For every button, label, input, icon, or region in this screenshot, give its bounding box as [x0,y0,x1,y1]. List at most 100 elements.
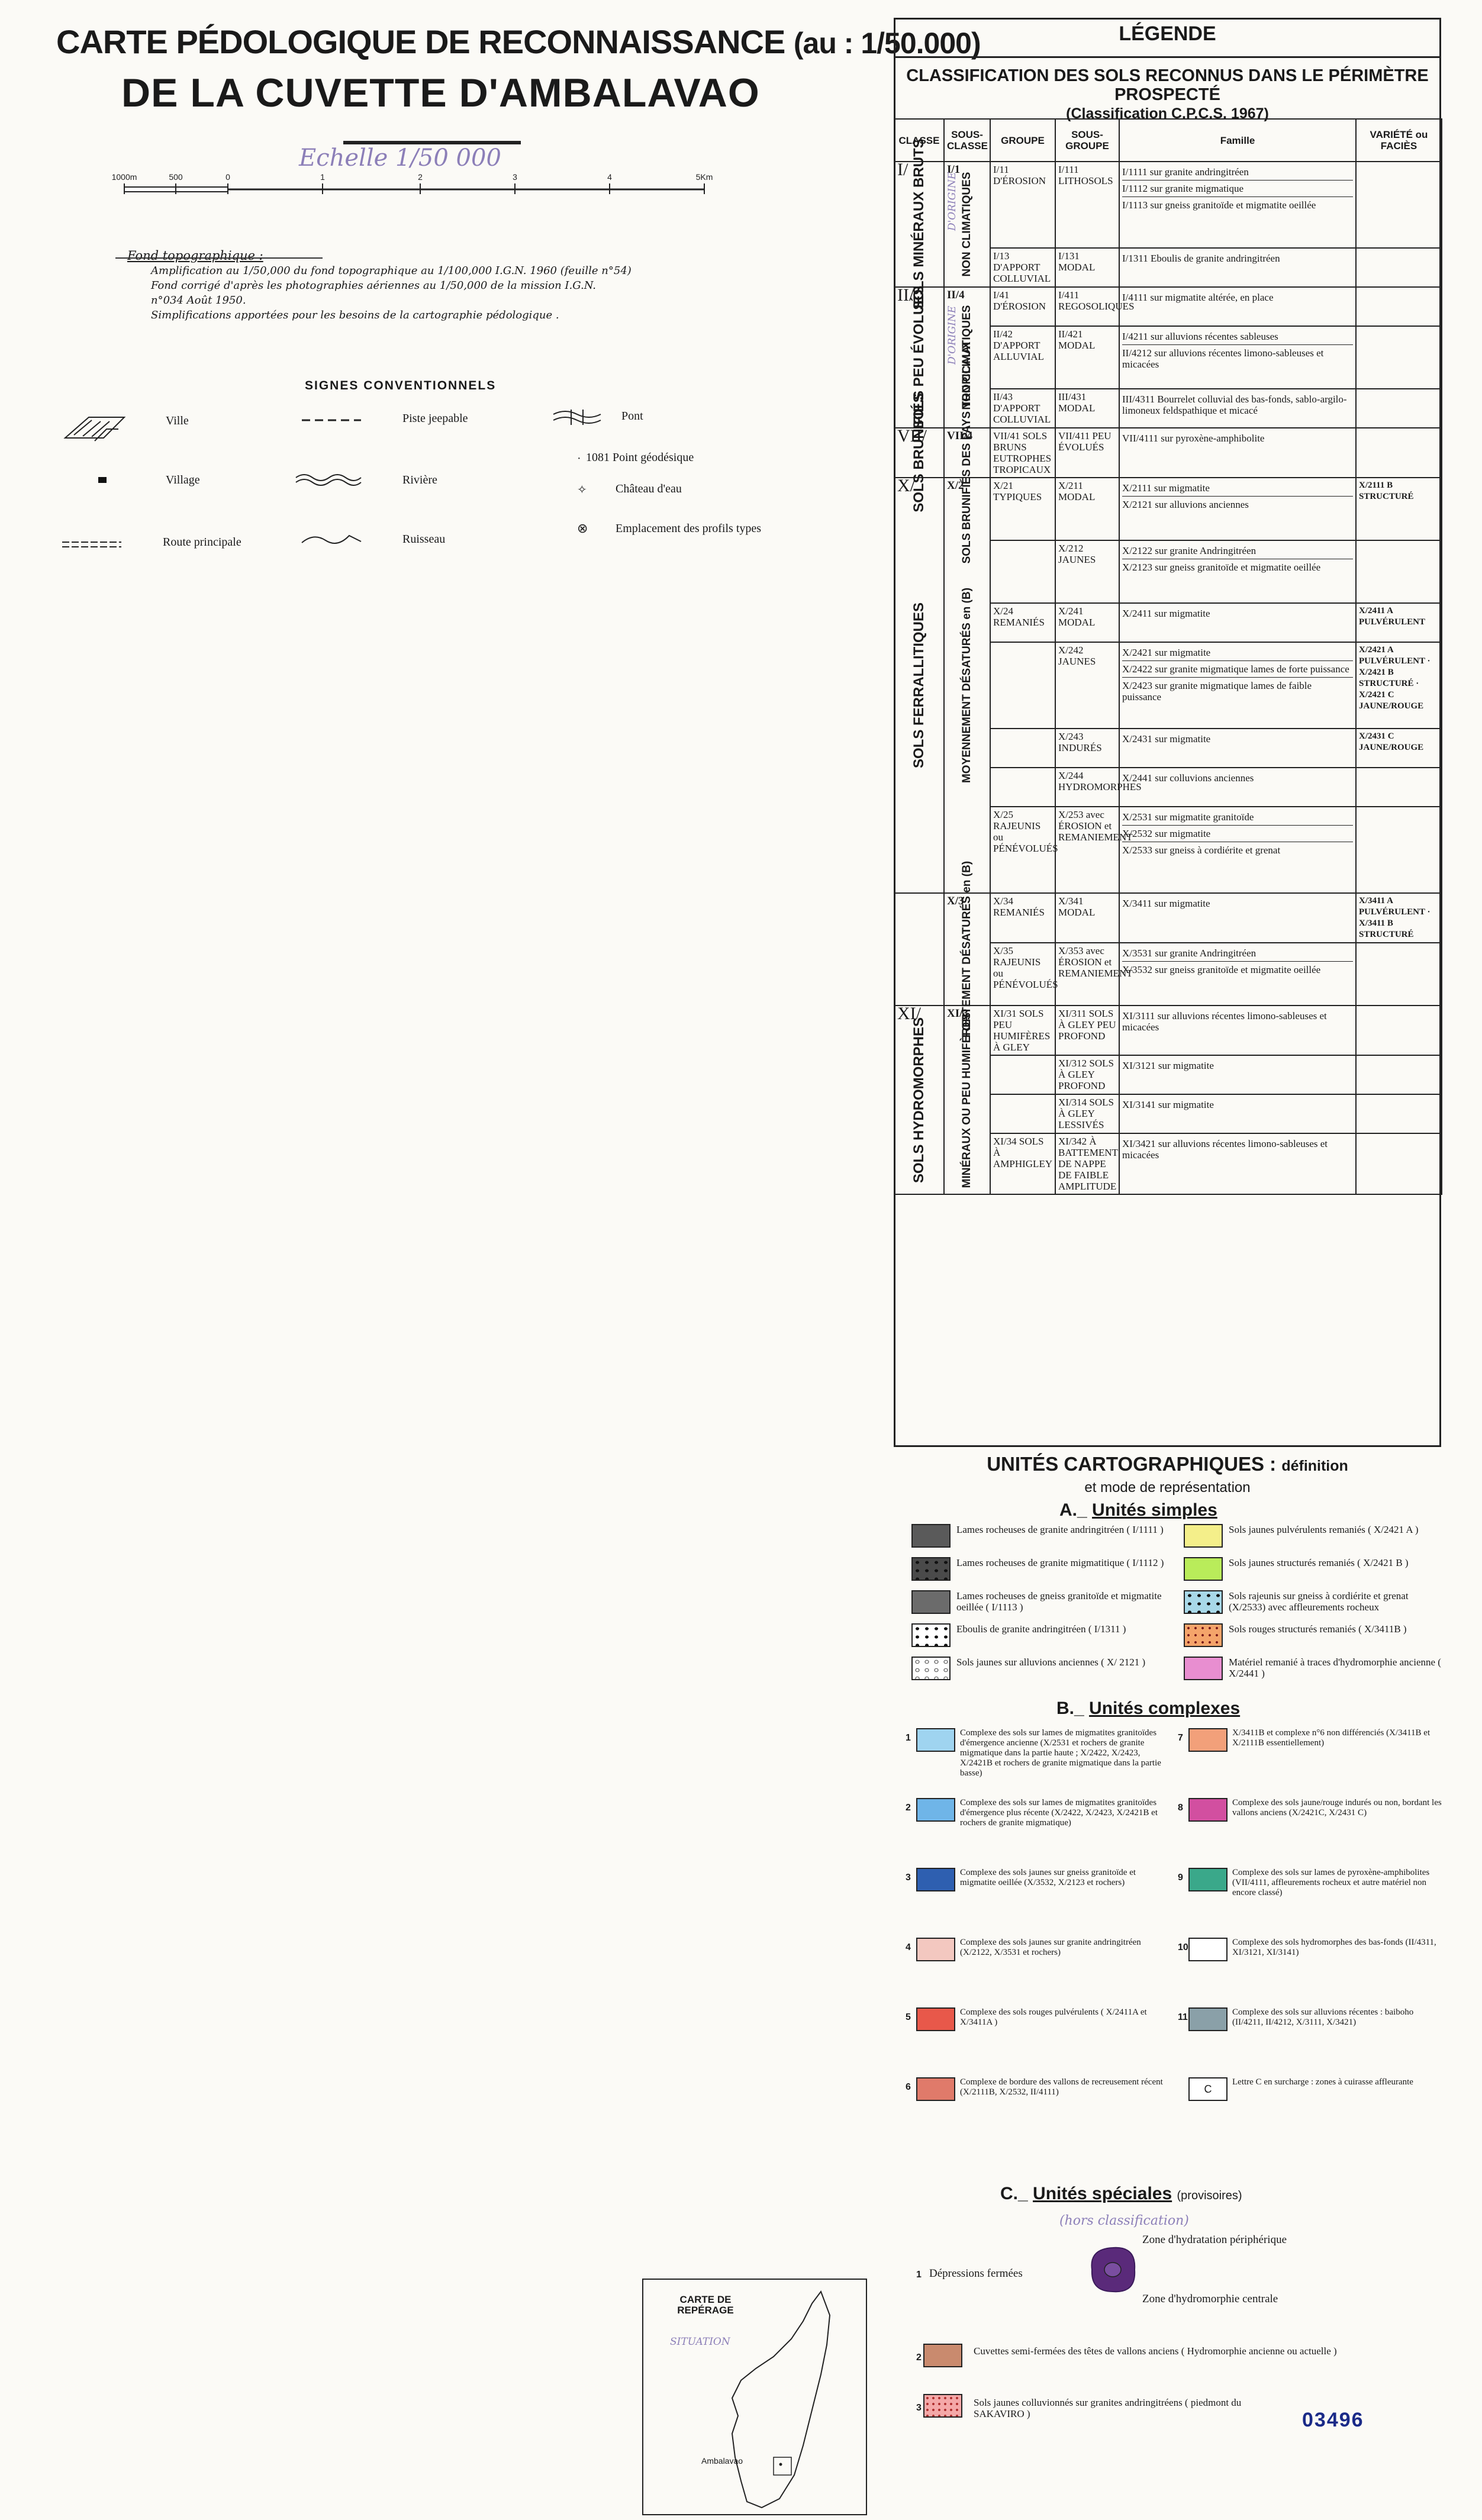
soil-class-cell [894,892,945,1006]
soil-variety-cell [1355,1005,1442,1056]
soil-family-cell: X/3411 sur migmatite [1119,892,1357,943]
special-number: 3 [916,2403,922,2413]
scale-tick-label: 0 [225,172,230,182]
map-title-line1: CARTE PÉDOLOGIQUE DE RECONNAISSANCE (au … [56,23,981,60]
catalog-number: 03496 [1302,2409,1364,2431]
soil-variety-cell: X/2111 B STRUCTURÉ [1355,477,1442,541]
soil-group-cell: X/25 RAJEUNIS ou PÉNÉVOLUÉS [990,806,1058,894]
fond-line: Amplification au 1/50,000 du fond topogr… [151,265,632,277]
unit-label: Sols rajeunis sur gneiss à cordiérite et… [1229,1590,1409,1613]
unit-swatch [1184,1524,1223,1548]
complex-label: X/3411B et complexe n°6 non différenciés… [1232,1728,1431,1748]
map-title-line2: DE LA CUVETTE D'AMBALAVAO [121,70,760,115]
soil-family-item: I/1112 sur granite migmatique [1122,181,1353,197]
soil-variety-cell [1355,806,1442,894]
scale-tick-label: 5Km [696,172,713,182]
soil-family-item: X/2121 sur alluvions anciennes [1122,499,1249,510]
complex-swatch [916,1798,955,1822]
soil-group-cell [990,1094,1056,1134]
soil-family-item: X/2532 sur migmatite [1122,826,1353,842]
col-header: SOUS-CLASSE [943,118,991,162]
soil-subclass-name: NON CLIMATIQUES [961,172,973,277]
location-map-title: CARTE DE REPÉRAGE [677,2294,734,2316]
complex-swatch [1188,1798,1228,1822]
unit-swatch [911,1590,951,1614]
scale-handwritten: Echelle 1/50 000 [299,144,501,172]
soil-family-cell: XI/3141 sur migmatite [1119,1094,1357,1134]
soil-classification-table: CLASSE SOUS-CLASSE GROUPE SOUS-GROUPE Fa… [894,118,1442,1195]
soil-family-item: X/2441 sur colluvions anciennes [1122,772,1254,784]
table-header-row: CLASSE SOUS-CLASSE GROUPE SOUS-GROUPE Fa… [894,118,1442,162]
soil-family-cell: III/4311 Bourrelet colluvial des bas-fon… [1119,388,1357,428]
soil-subclass-name: MINÉRAUX OU PEU HUMIFÈRES [961,1012,973,1188]
soil-subclass-handwritten: D'ORIGINE [946,305,958,365]
soil-subclass-code: VII/4 [947,430,973,442]
soil-subgroup-cell: XI/342 À BATTEMENT DE NAPPE DE FAIBLE AM… [1055,1133,1120,1195]
soil-variety-cell [1355,286,1442,327]
soil-family-cell: X/2411 sur migmatite [1119,602,1357,643]
soil-subclass-code: X/3 [947,895,964,907]
soil-subclass-code: X/2 [947,479,964,492]
soil-variety-cell [1355,388,1442,428]
col-header: GROUPE [990,118,1056,162]
complex-label: Complexe des sols jaunes sur gneiss gran… [960,1868,1136,1887]
soil-subclass-code: II/4 [947,289,965,301]
soil-group-cell: XI/34 SOLS À AMPHIGLEY [990,1133,1056,1195]
unit-label: Eboulis de granite andringitréen ( I/131… [956,1623,1126,1635]
soil-subclass-code: I/1 [947,163,961,176]
simple-units-heading: A._ Unités simples [1059,1500,1217,1520]
soil-subgroup-cell: II/421 MODAL [1055,326,1120,389]
units-subtitle: et mode de représentation [1084,1480,1251,1496]
legend-divider [894,56,1441,58]
soil-subclass-handwritten: D'ORIGINE [946,172,958,231]
soil-subgroup-cell: I/111 LITHOSOLS [1055,161,1120,249]
special-number: 2 [916,2353,922,2363]
soil-variety-cell [1355,326,1442,389]
soil-variety-cell [1355,1094,1442,1134]
scale-tick-label: 2 [418,172,423,182]
soil-family-item: XI/3421 sur alluvions récentes limono-sa… [1122,1138,1328,1161]
title-underline [343,141,521,144]
soil-family-cell: X/2431 sur migmatite [1119,728,1357,768]
complex-number: 5 [906,2012,911,2022]
soil-class-code: I/ [897,160,908,179]
soil-family-cell: X/2441 sur colluvions anciennes [1119,767,1357,807]
col-header: CLASSE [894,118,945,162]
complex-number: 1 [906,1733,911,1743]
complex-swatch [916,1938,955,1961]
soil-family-cell: XI/3421 sur alluvions récentes limono-sa… [1119,1133,1357,1195]
legend-title: LÉGENDE [1119,22,1216,45]
units-title: UNITÉS CARTOGRAPHIQUES : définition [987,1453,1348,1475]
soil-family-item: I/4111 sur migmatite altérée, en place [1122,292,1274,303]
special-label: Sols jaunes colluvionnés sur granites an… [974,2397,1242,2419]
sign-label: Ville [166,414,189,427]
complex-label: Complexe des sols sur lames de migmatite… [960,1798,1158,1828]
col-header: VARIÉTÉ ou FACIÈS [1355,118,1442,162]
unit-label: Sols jaunes structurés remaniés ( X/2421… [1229,1557,1409,1568]
classification-title: CLASSIFICATION DES SOLS RECONNUS DANS LE… [906,66,1429,122]
soil-family-item: X/3531 sur granite Andringitréen [1122,945,1353,962]
soil-subgroup-cell: XI/314 SOLS À GLEY LESSIVÉS [1055,1094,1120,1134]
complex-label: Complexe des sols jaune/rouge indurés ou… [1232,1798,1442,1818]
soil-variety-cell: X/2431 C JAUNE/ROUGE [1355,728,1442,768]
soil-family-item: XI/3141 sur migmatite [1122,1099,1214,1110]
soil-variety-cell [1355,540,1442,604]
col-header: Famille [1119,118,1357,162]
sign-label: Emplacement des profils types [616,522,762,535]
soil-class-cell: X/SOLS FERRALLITIQUES [894,477,945,894]
signs-title: SIGNES CONVENTIONNELS [305,379,497,392]
soil-family-cell: XI/3121 sur migmatite [1119,1055,1357,1095]
soil-subgroup-cell: X/243 INDURÉS [1055,728,1120,768]
